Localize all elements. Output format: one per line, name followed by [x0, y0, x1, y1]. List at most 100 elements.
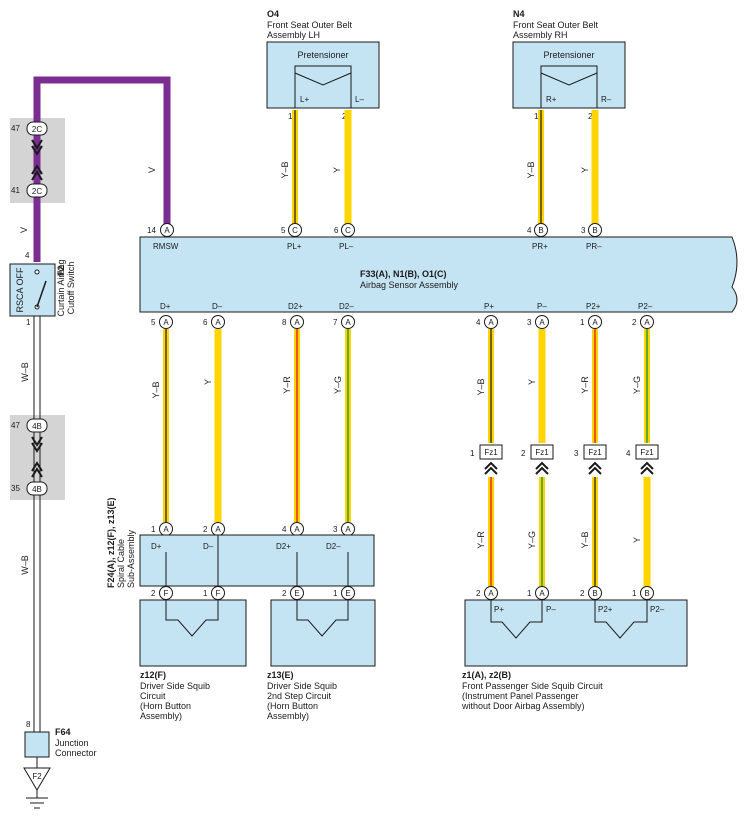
arrow-down-icon: [31, 139, 43, 156]
svg-text:D2+: D2+: [276, 542, 291, 551]
svg-text:35: 35: [11, 484, 20, 493]
svg-text:41: 41: [11, 186, 20, 195]
svg-text:Y: Y: [580, 167, 590, 173]
svg-text:Pretensioner: Pretensioner: [543, 50, 594, 60]
svg-text:F: F: [164, 589, 169, 598]
svg-text:Y–B: Y–B: [476, 378, 486, 395]
svg-text:1: 1: [151, 525, 156, 534]
svg-text:Front Seat Outer Belt: Front Seat Outer Belt: [513, 20, 599, 30]
svg-text:Curtain Airbag: Curtain Airbag: [56, 259, 66, 316]
svg-text:P2–: P2–: [650, 605, 665, 614]
svg-text:B: B: [538, 226, 543, 235]
spiral-cable-sub-assembly: [139, 534, 375, 587]
svg-text:A: A: [164, 226, 170, 235]
chevron-up-icon: [535, 461, 549, 475]
svg-text:A: A: [539, 318, 545, 327]
svg-text:1: 1: [632, 589, 637, 598]
arrow-up-icon: [31, 164, 43, 181]
svg-text:2: 2: [282, 589, 287, 598]
svg-text:7: 7: [333, 318, 338, 327]
svg-text:47: 47: [11, 124, 20, 133]
svg-text:PR+: PR+: [532, 242, 548, 251]
svg-text:R+: R+: [546, 95, 557, 104]
chevron-up-icon: [640, 461, 654, 475]
svg-text:Driver Side Squib: Driver Side Squib: [140, 681, 210, 691]
svg-text:Y–B: Y–B: [580, 531, 590, 548]
svg-text:Y: Y: [203, 379, 213, 385]
svg-text:A: A: [644, 318, 650, 327]
svg-text:A: A: [163, 318, 169, 327]
chevron-up-icon: [484, 461, 498, 475]
f24-top-pins: 1 A 2 A 4 A 3 A: [151, 522, 355, 536]
svg-text:Fz1: Fz1: [640, 448, 654, 457]
svg-text:R–: R–: [601, 95, 612, 104]
svg-text:PL+: PL+: [287, 242, 302, 251]
wire-label-v-left: V: [19, 227, 29, 233]
svg-text:D–: D–: [203, 542, 214, 551]
wire-label-wb-1: W–B: [20, 362, 30, 382]
arrow-down-icon: [31, 436, 43, 453]
svg-text:D2–: D2–: [326, 542, 341, 551]
svg-text:Front Passenger Side Squib Cir: Front Passenger Side Squib Circuit: [462, 681, 603, 691]
front-passenger-squib-circuit: [464, 599, 688, 667]
svg-text:Y: Y: [632, 537, 642, 543]
connector-4b-top: 4B: [26, 418, 48, 433]
svg-text:Y–B: Y–B: [526, 161, 536, 178]
svg-text:P+: P+: [494, 605, 504, 614]
svg-text:Fz1: Fz1: [484, 448, 498, 457]
svg-text:Y: Y: [332, 167, 342, 173]
svg-text:z12(F): z12(F): [140, 670, 166, 680]
svg-text:47: 47: [11, 421, 20, 430]
svg-text:Connector: Connector: [55, 748, 97, 758]
svg-text:2nd Step Circuit: 2nd Step Circuit: [267, 691, 332, 701]
svg-text:B: B: [644, 589, 649, 598]
svg-text:E: E: [294, 589, 299, 598]
svg-text:8: 8: [26, 720, 31, 729]
svg-text:P+: P+: [484, 302, 494, 311]
connector-2c-bottom: 2C: [26, 183, 48, 198]
svg-text:L–: L–: [355, 95, 364, 104]
svg-text:1: 1: [580, 318, 585, 327]
ground-icon: F2: [23, 767, 51, 809]
svg-text:F: F: [216, 589, 221, 598]
svg-text:A: A: [294, 525, 300, 534]
svg-text:z1(A), z2(B): z1(A), z2(B): [462, 670, 511, 680]
svg-text:3: 3: [581, 226, 586, 235]
connector-4b-bottom: 4B: [26, 481, 48, 496]
svg-text:Assembly): Assembly): [267, 711, 309, 721]
svg-text:8: 8: [282, 318, 287, 327]
svg-text:Pretensioner: Pretensioner: [297, 50, 348, 60]
chevron-up-icon: [588, 461, 602, 475]
svg-text:1: 1: [527, 589, 532, 598]
svg-text:Airbag Sensor Assembly: Airbag Sensor Assembly: [360, 280, 459, 290]
svg-text:B: B: [592, 226, 597, 235]
svg-text:2: 2: [521, 449, 526, 458]
airbag-sensor-assembly: [139, 236, 738, 313]
svg-text:A: A: [294, 318, 300, 327]
svg-text:2: 2: [632, 318, 637, 327]
driver-squib-2nd-step-circuit: [270, 599, 376, 667]
svg-text:without Door Airbag Assembly): without Door Airbag Assembly): [461, 701, 585, 711]
svg-text:RMSW: RMSW: [153, 242, 179, 251]
svg-text:Junction: Junction: [55, 738, 89, 748]
svg-text:3: 3: [574, 449, 579, 458]
svg-text:4B: 4B: [32, 422, 42, 431]
svg-text:C: C: [292, 226, 298, 235]
connector-fz1: 1 Fz1 2 Fz1 3 Fz1 4 Fz1: [470, 444, 659, 460]
svg-text:P–: P–: [537, 302, 547, 311]
svg-text:A: A: [539, 589, 545, 598]
svg-text:1: 1: [470, 449, 475, 458]
svg-text:RSCA OFF: RSCA OFF: [15, 267, 25, 313]
svg-text:A: A: [592, 318, 598, 327]
svg-text:A: A: [215, 525, 221, 534]
svg-text:D–: D–: [212, 302, 223, 311]
svg-text:(Horn Button: (Horn Button: [267, 701, 318, 711]
z1-top-pins: 2 A 1 A 2 B 1 B: [476, 586, 654, 600]
f33-bottom-pins: 5 A 6 A 8 A 7 A 4 A 3 A 1 A 2 A: [151, 315, 654, 329]
svg-text:D+: D+: [151, 542, 162, 551]
wire-wb: [33, 300, 41, 732]
svg-text:Assembly RH: Assembly RH: [513, 30, 568, 40]
svg-text:Y–R: Y–R: [282, 376, 292, 394]
svg-text:D2+: D2+: [288, 302, 303, 311]
svg-text:F2: F2: [32, 772, 42, 781]
